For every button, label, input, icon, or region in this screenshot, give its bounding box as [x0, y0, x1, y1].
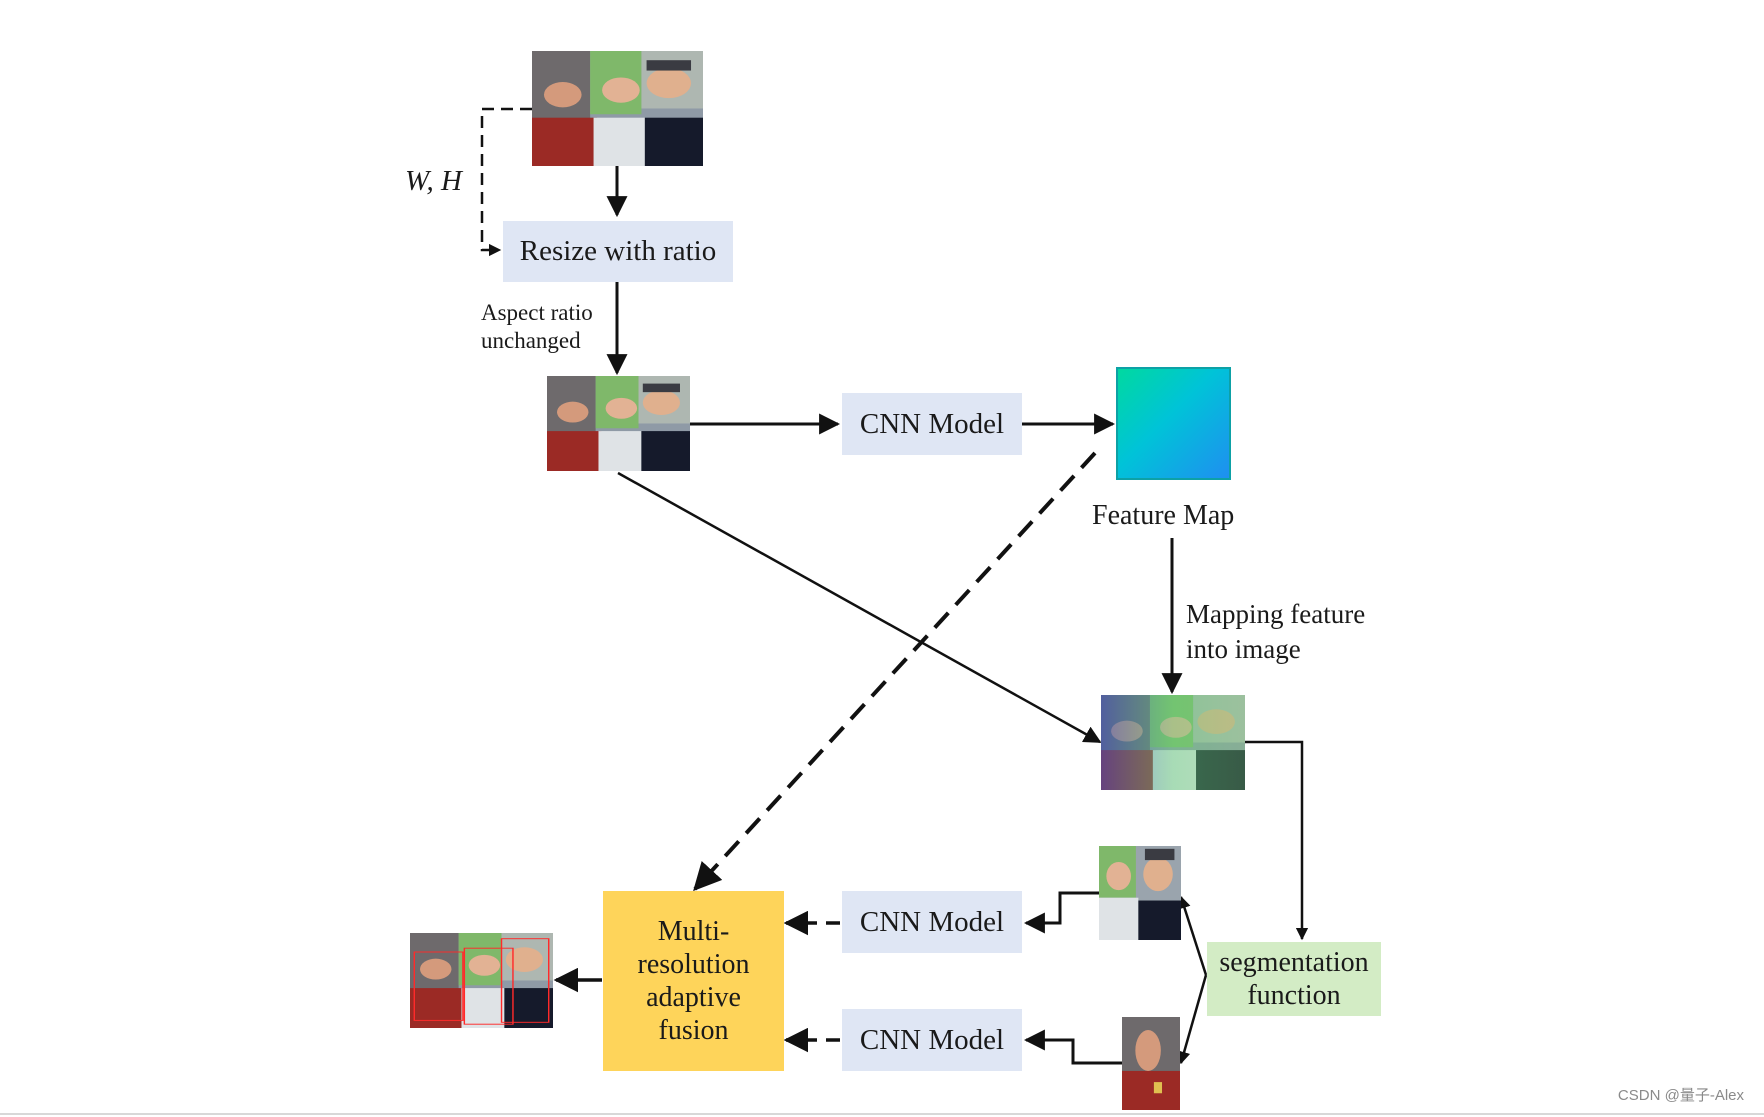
resize-with-ratio-label: Resize with ratio — [519, 235, 717, 268]
aspect-ratio-line-2: unchanged — [481, 327, 581, 353]
fusion-label-line-2: resolution — [637, 948, 750, 980]
mapped-feature-image — [1101, 695, 1245, 790]
segmentation-label-line-2: function — [1247, 980, 1341, 1011]
multi-resolution-fusion-box: Multi- resolution adaptive fusion — [603, 891, 784, 1071]
arrow-segmentation-to-patch-bottom — [1178, 974, 1208, 1065]
resize-with-ratio-box: Resize with ratio — [503, 221, 733, 282]
arrow-segmentation-to-patch-top — [1178, 895, 1208, 976]
cnn-model-box-top: CNN Model — [842, 393, 1022, 455]
arrow-patch-bottom-to-cnn — [1023, 1029, 1122, 1065]
segmentation-function-box: segmentation function — [1207, 942, 1381, 1016]
mapping-feature-label: Mapping feature into image — [1186, 597, 1365, 667]
fusion-label-line-3: adaptive — [646, 982, 741, 1013]
feature-map-block — [1116, 367, 1231, 480]
cnn-model-box-bottom: CNN Model — [842, 1009, 1022, 1071]
output-image — [410, 933, 553, 1028]
aspect-ratio-label: Aspect ratio unchanged — [481, 299, 593, 354]
arrow-featuremap-to-fusion-dashed — [693, 451, 1097, 892]
cnn-model-label: CNN Model — [859, 407, 1005, 440]
arrow-patch-top-to-cnn — [1023, 891, 1100, 934]
mapping-line-2: into image — [1186, 634, 1301, 665]
fusion-label-line-1: Multi- — [657, 915, 730, 947]
cnn-model-label: CNN Model — [859, 905, 1005, 938]
cnn-model-label: CNN Model — [859, 1023, 1005, 1056]
segmentation-label-line-1: segmentation — [1219, 946, 1369, 978]
wh-label: W, H — [405, 165, 462, 197]
segmented-patch-top — [1099, 846, 1181, 940]
arrow-wh-dashed — [480, 107, 532, 257]
arrow-image-to-mapped — [617, 471, 1102, 744]
cnn-model-box-mid: CNN Model — [842, 891, 1022, 953]
segmented-patch-bottom — [1122, 1017, 1180, 1110]
arrow-mapped-to-segmentation — [1245, 740, 1309, 941]
mapping-line-1: Mapping feature — [1186, 599, 1366, 629]
feature-map-label: Feature Map — [1092, 500, 1235, 531]
page-bottom-border — [0, 1113, 1764, 1115]
input-image — [532, 51, 703, 166]
watermark: CSDN @量子-Alex — [1617, 1087, 1744, 1104]
fusion-label-line-4: fusion — [658, 1015, 729, 1047]
aspect-ratio-line-1: Aspect ratio — [481, 300, 593, 325]
resized-image — [547, 376, 690, 471]
